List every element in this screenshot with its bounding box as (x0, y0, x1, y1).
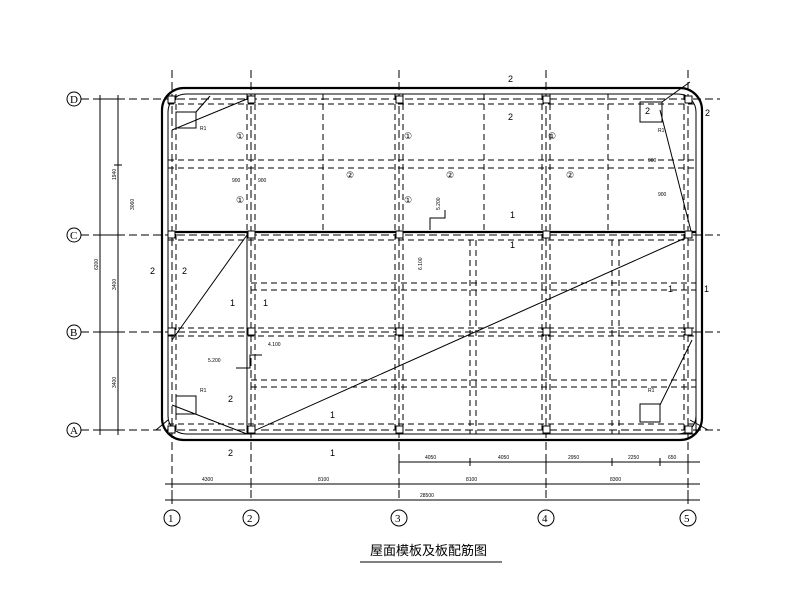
panel-label-tr: 2 (645, 106, 650, 116)
panel-circle-1e: ① (548, 131, 556, 141)
label-r1-c: R1 (200, 388, 207, 394)
dim-bottom-m3: 8100 (466, 477, 477, 483)
panel-label-bl: 2 (228, 394, 233, 404)
panel-label-slab-1: 1 (263, 298, 268, 308)
col-axis-5: 5 (679, 509, 697, 527)
rebar-900-d: 900 (658, 192, 667, 198)
row-axis-c: C (66, 227, 82, 243)
col-axis-4: 4 (537, 509, 555, 527)
col-axis-2-label: 2 (247, 513, 253, 525)
dim-left-4: 3060 (130, 199, 136, 210)
rebar-900-b: 900 (258, 178, 267, 184)
row-axis-b: B (66, 324, 82, 340)
bottom-dim-ticks (171, 458, 689, 504)
panel-label-right-inner: 1 (668, 284, 673, 294)
step-mark-top (429, 210, 446, 230)
corner-detail-bottom-left (155, 395, 197, 431)
elev-4100: 4.100 (268, 342, 281, 348)
dim-left-1: 1940 (112, 169, 118, 180)
dim-bottom-total: 28500 (420, 493, 434, 499)
beams-vertical (175, 94, 685, 434)
dim-bottom-u4: 2250 (628, 455, 639, 461)
drawing-title: 屋面模板及板配筋图 (370, 543, 487, 559)
col-axis-1: 1 (163, 509, 181, 527)
elev-5200-b: 5.200 (436, 197, 442, 210)
dim-bottom-u5: 650 (668, 455, 677, 461)
panel-label-left-slab: 1 (230, 298, 235, 308)
panel-label-left-inner: 2 (182, 266, 187, 276)
label-r1-d: R1 (648, 388, 655, 394)
dim-bottom-m4: 8300 (610, 477, 621, 483)
elev-5200-a: 5.200 (208, 358, 221, 364)
elev-6100: 6.100 (418, 257, 424, 270)
panel-label-left-outer: 2 (150, 266, 155, 276)
panel-label-top: 2 (508, 74, 513, 84)
panel-circle-2a: ② (346, 170, 354, 180)
panel-label-tr-outer: 2 (705, 108, 710, 118)
diagonal-rebar-left (171, 234, 248, 341)
panel-labels: 2 2 1 1 1 1 1 1 1 2 2 2 2 ① ① ① ① ① ② ② … (150, 74, 710, 458)
diagonal-rebar-main (246, 234, 693, 435)
panel-label-top-inner: 2 (508, 112, 513, 122)
panel-circle-2b: ② (446, 170, 454, 180)
left-dim-ticks (96, 98, 122, 431)
panel-label-mid: 1 (510, 240, 515, 250)
corner-detail-top-right (639, 81, 691, 123)
dim-left-total: 6200 (94, 259, 100, 270)
panel-label-right-outer: 1 (704, 284, 709, 294)
row-axis-d: D (66, 91, 82, 107)
panel-label-mid-top: 1 (510, 210, 515, 220)
rebar-900-c: 900 (648, 158, 657, 164)
row-axis-d-label: D (70, 94, 78, 106)
diagonal-rebar-bottom-left (171, 404, 248, 435)
diagonal-rebar-top-left (171, 98, 248, 131)
col-axis-2: 2 (242, 509, 260, 527)
dim-bottom-m2: 8100 (318, 477, 329, 483)
row-axis-b-label: B (70, 327, 77, 339)
dim-bottom-u3: 2950 (568, 455, 579, 461)
slab-outline-outer (160, 86, 704, 442)
panel-circle-1a: ① (236, 131, 244, 141)
dim-bottom-m1: 4300 (202, 477, 213, 483)
panel-circle-1b: ① (236, 195, 244, 205)
panel-circle-1d: ① (404, 195, 412, 205)
corner-detail-top-left (175, 95, 211, 129)
panel-circle-2c: ② (566, 170, 574, 180)
diagonal-rebar-top-right (659, 109, 693, 236)
dim-left-3: 3400 (112, 377, 118, 388)
label-r1-b: R1 (658, 128, 665, 134)
dim-bottom-u1: 4050 (425, 455, 436, 461)
row-axis-a: A (66, 422, 82, 438)
diagonal-rebar-bottom-right (659, 339, 693, 406)
columns (167, 95, 693, 434)
row-axis-a-label: A (70, 425, 78, 437)
row-axis-c-label: C (70, 230, 77, 242)
panel-label-bottom-outer: 1 (330, 448, 335, 458)
dim-left-2: 3400 (112, 279, 118, 290)
label-r1-a: R1 (200, 126, 207, 132)
corner-detail-bottom-right (639, 403, 709, 431)
panel-label-bl-outer: 2 (228, 448, 233, 458)
col-axis-3-label: 3 (395, 513, 401, 525)
dim-bottom-u2: 4050 (498, 455, 509, 461)
rebar-900-a: 900 (232, 178, 241, 184)
panel-label-bottom: 1 (330, 410, 335, 420)
step-mark-left (236, 354, 262, 369)
panel-circle-1c: ① (404, 131, 412, 141)
col-axis-1-label: 1 (168, 513, 174, 525)
col-axis-4-label: 4 (542, 513, 548, 525)
col-axis-3: 3 (390, 509, 408, 527)
col-axis-5-label: 5 (684, 513, 690, 525)
